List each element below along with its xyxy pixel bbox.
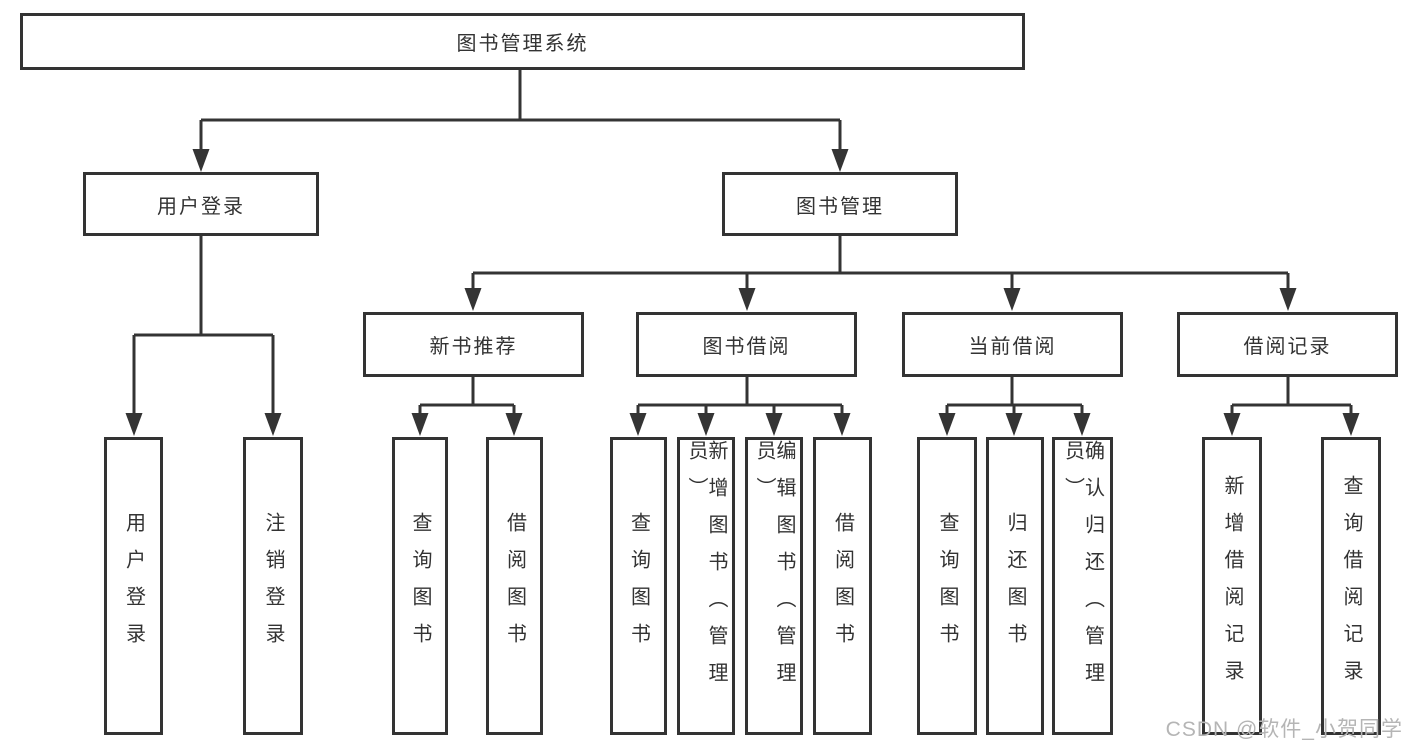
node-label: 用户登录 bbox=[157, 195, 245, 218]
node-label: 当前借阅 bbox=[968, 336, 1057, 358]
node-label: 图书借阅 bbox=[702, 336, 791, 358]
leaf-add-book-admin: 新增图书（管理员） bbox=[677, 437, 735, 735]
leaf-query-books-borrow: 查询图书 bbox=[610, 437, 667, 735]
leaf-query-books-recommend: 查询图书 bbox=[392, 437, 448, 735]
node-label: 查询图书 bbox=[409, 512, 431, 660]
node-label: 借阅图书 bbox=[503, 512, 526, 660]
leaf-borrow-books-recommend: 借阅图书 bbox=[486, 437, 543, 735]
leaf-query-borrow-record: 查询借阅记录 bbox=[1321, 437, 1381, 735]
node-label: 归还图书 bbox=[1004, 512, 1026, 660]
node-label: 图书管理 bbox=[796, 195, 884, 218]
csdn-watermark: CSDN @软件_小贺同学 bbox=[1165, 718, 1403, 741]
node-label: 编辑图书（管理员） bbox=[753, 440, 795, 699]
node-label: 用户登录 bbox=[122, 512, 145, 660]
leaf-return-book: 归还图书 bbox=[986, 437, 1044, 735]
node-library-system: 图书管理系统 bbox=[20, 13, 1025, 70]
leaf-confirm-return-admin: 确认归还（管理员） bbox=[1052, 437, 1113, 735]
node-label: 借阅记录 bbox=[1243, 336, 1332, 358]
node-book-borrow: 图书借阅 bbox=[636, 312, 857, 377]
leaf-add-borrow-record: 新增借阅记录 bbox=[1202, 437, 1262, 735]
node-label: 查询借阅记录 bbox=[1340, 475, 1362, 697]
node-current-borrow: 当前借阅 bbox=[902, 312, 1123, 377]
node-label: 查询图书 bbox=[627, 512, 650, 660]
node-label: 确认归还（管理员） bbox=[1061, 440, 1104, 699]
node-book-management: 图书管理 bbox=[722, 172, 958, 236]
leaf-logout: 注销登录 bbox=[243, 437, 303, 735]
node-label: 图书管理系统 bbox=[456, 33, 589, 55]
leaf-user-login: 用户登录 bbox=[104, 437, 163, 735]
node-label: 新增借阅记录 bbox=[1221, 475, 1243, 697]
node-user-login: 用户登录 bbox=[83, 172, 319, 236]
node-borrow-records: 借阅记录 bbox=[1177, 312, 1398, 377]
node-label: 借阅图书 bbox=[831, 512, 854, 660]
node-label: 新增图书（管理员） bbox=[685, 440, 727, 699]
leaf-borrow-books: 借阅图书 bbox=[813, 437, 872, 735]
node-label: 查询图书 bbox=[936, 512, 958, 660]
leaf-edit-book-admin: 编辑图书（管理员） bbox=[745, 437, 803, 735]
node-label: 新书推荐 bbox=[429, 336, 518, 358]
node-new-book-recommend: 新书推荐 bbox=[363, 312, 584, 377]
leaf-query-books-current: 查询图书 bbox=[917, 437, 977, 735]
node-label: 注销登录 bbox=[262, 512, 284, 660]
